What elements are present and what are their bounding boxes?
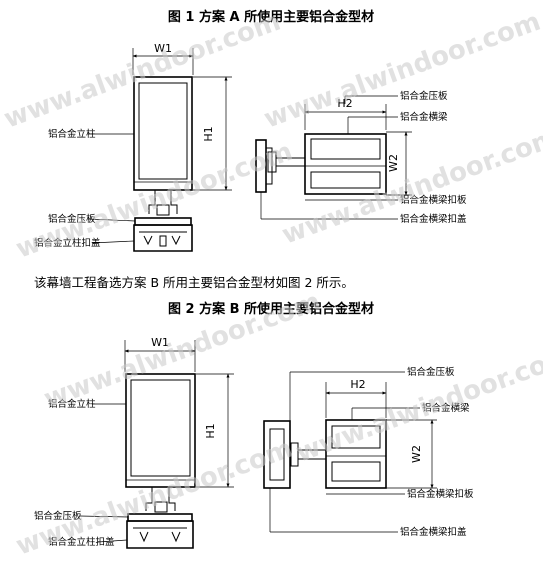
watermark-7: www.alwindoor.com: [12, 434, 297, 562]
fig2-dim-h2: H2: [350, 378, 365, 391]
watermark-3: www.alwindoor.com: [12, 137, 297, 265]
fig1-label-mullion-cover: 铝合金立柱扣盖: [34, 237, 101, 249]
fig2-label-transom-clip: 铝合金横梁扣板: [407, 488, 474, 500]
watermark-4: www.alwindoor.com: [278, 123, 543, 251]
watermark-1: www.alwindoor.com: [0, 7, 285, 135]
fig2-label-transom: 铝合金横梁: [422, 402, 470, 414]
fig2-label-pressure-plate-r: 铝合金压板: [407, 366, 455, 378]
fig1-dim-w1: W1: [154, 42, 172, 55]
fig1-label-transom-cover: 铝合金横梁扣盖: [400, 213, 467, 225]
fig2-label-transom-cover: 铝合金横梁扣盖: [400, 526, 467, 538]
fig1-dim-w2: W2: [387, 154, 400, 172]
fig2-dim-w1: W1: [151, 336, 169, 349]
fig2-label-mullion: 铝合金立柱: [48, 398, 96, 410]
fig1-label-pressure-plate: 铝合金压板: [48, 213, 96, 225]
fig2-dim-w2: W2: [410, 445, 423, 463]
fig1-mullion-section: W1 H1 铝合金立柱 铝合金压板 铝合金立柱扣盖: [34, 42, 232, 252]
fig1-dim-h1: H1: [202, 126, 215, 141]
fig1-label-transom-clip: 铝合金横梁扣板: [400, 194, 467, 206]
fig1-transom-section: H2 W2 铝合金压板 铝合金横梁 铝合金横梁扣板 铝合金横梁扣盖: [255, 90, 467, 225]
fig1-label-pressure-plate-r: 铝合金压板: [400, 90, 448, 102]
fig2-label-pressure-plate: 铝合金压板: [34, 510, 82, 522]
fig1-label-mullion: 铝合金立柱: [48, 128, 96, 140]
fig2-transom-section: H2 W2 铝合金压板 铝合金横梁 铝合金横梁扣板 铝合金横梁扣盖: [263, 366, 474, 538]
fig2-mullion-section: W1 H1 铝合金立柱 铝合金压板 铝合金立柱扣盖: [34, 336, 234, 549]
fig2-label-mullion-cover: 铝合金立柱扣盖: [48, 536, 115, 548]
fig1-label-transom: 铝合金横梁: [400, 111, 448, 123]
figure1-title: 图 1 方案 A 所使用主要铝合金型材: [168, 9, 374, 25]
fig2-dim-h1: H1: [204, 423, 217, 438]
figure2-title: 图 2 方案 B 所使用主要铝合金型材: [168, 301, 374, 317]
body-caption: 该幕墙工程备选方案 B 所用主要铝合金型材如图 2 所示。: [34, 275, 354, 290]
